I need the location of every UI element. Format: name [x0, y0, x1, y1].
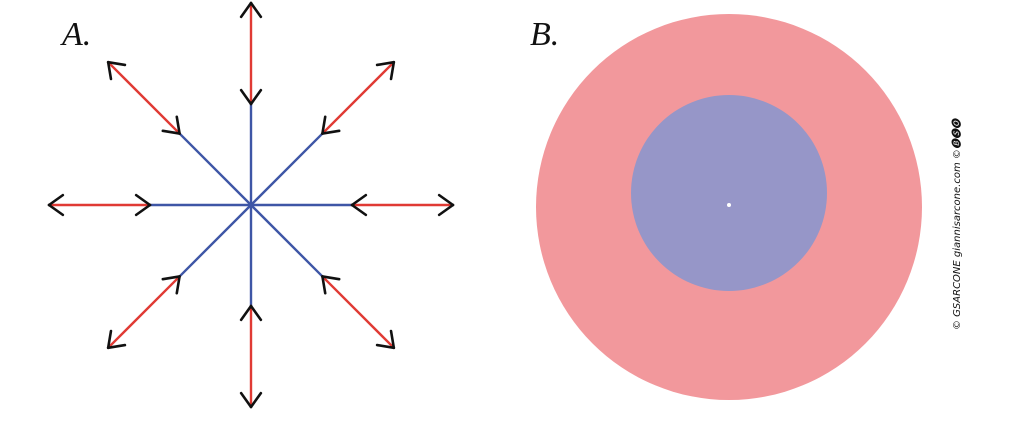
tip-arrowhead — [106, 60, 127, 67]
panel-a: A. — [47, 1, 455, 409]
joint-arrowhead — [350, 193, 368, 207]
tip-arrowhead — [375, 60, 396, 67]
outer-segment — [321, 60, 396, 135]
outer-segment — [321, 275, 396, 350]
inner-segment — [178, 203, 253, 278]
tip-arrowhead — [47, 193, 65, 207]
tip-arrowhead — [437, 193, 455, 207]
outer-segment — [106, 275, 181, 350]
panel-a-label: A. — [60, 16, 91, 53]
joint-arrowhead — [134, 193, 152, 207]
tip-arrowhead — [375, 343, 396, 350]
spoke-group — [47, 1, 455, 409]
tip-arrowhead — [239, 391, 253, 409]
joint-arrowhead — [175, 115, 181, 135]
outer-segment — [106, 60, 181, 135]
joint-arrowhead — [249, 304, 263, 322]
joint-arrowhead — [321, 275, 327, 295]
joint-arrowhead — [175, 275, 181, 295]
tip-arrowhead — [249, 391, 263, 409]
panel-b: B. — [530, 14, 922, 400]
tip-arrowhead — [437, 203, 455, 217]
inner-disc — [631, 95, 827, 291]
inner-segment — [249, 203, 324, 278]
tip-arrowhead — [106, 60, 113, 81]
tip-arrowhead — [106, 343, 127, 350]
joint-arrowhead — [321, 129, 341, 135]
inner-segment — [178, 132, 253, 207]
credit-text: © GSARCONE giannisarcone.com ©🅑🅢🅞 — [951, 117, 963, 330]
joint-arrowhead — [161, 129, 181, 135]
joint-arrowhead — [350, 203, 368, 217]
joint-arrowhead — [321, 275, 341, 281]
joint-arrowhead — [161, 275, 181, 281]
tip-arrowhead — [47, 203, 65, 217]
joint-arrowhead — [239, 304, 253, 322]
joint-arrowhead — [321, 115, 327, 135]
inner-segment — [249, 132, 324, 207]
tip-arrowhead — [389, 60, 396, 81]
joint-arrowhead — [134, 203, 152, 217]
tip-arrowhead — [389, 329, 396, 350]
tip-arrowhead — [249, 1, 263, 19]
joint-arrowhead — [249, 88, 263, 106]
tip-arrowhead — [239, 1, 253, 19]
tip-arrowhead — [106, 329, 113, 350]
joint-arrowhead — [239, 88, 253, 106]
center-dot — [727, 203, 731, 207]
panel-b-label: B. — [530, 16, 559, 53]
